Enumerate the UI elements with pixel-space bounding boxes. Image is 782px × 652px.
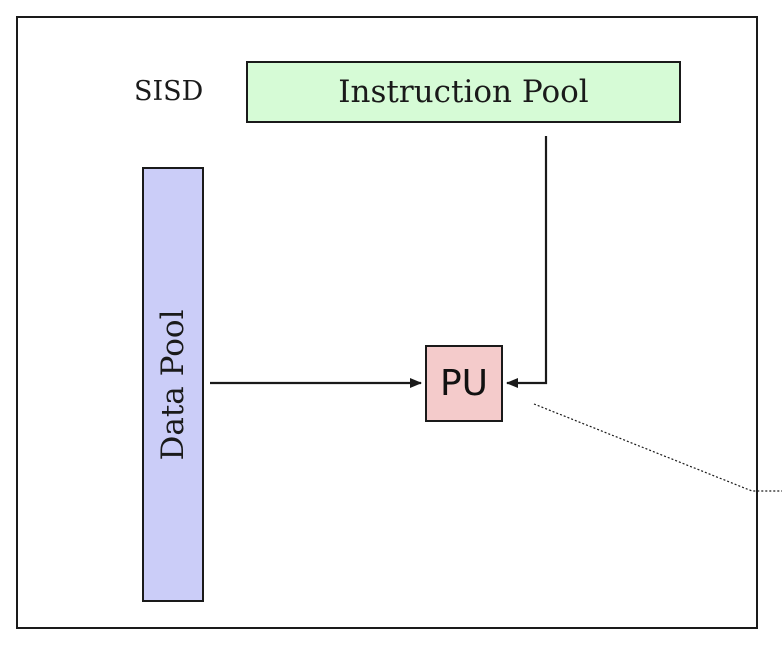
processing-unit-label: PU	[439, 363, 489, 404]
processing-unit-box: PU	[425, 345, 503, 422]
pu-callout-dotted-line	[533, 403, 782, 492]
instruction-pool-box: Instruction Pool	[246, 61, 681, 123]
data-pool-box: Data Pool	[142, 167, 204, 602]
instruction-pool-label: Instruction Pool	[338, 74, 589, 110]
diagram-frame	[16, 16, 758, 629]
instruction-to-pu-arrow	[506, 136, 548, 388]
sisd-label: SISD	[134, 76, 204, 107]
